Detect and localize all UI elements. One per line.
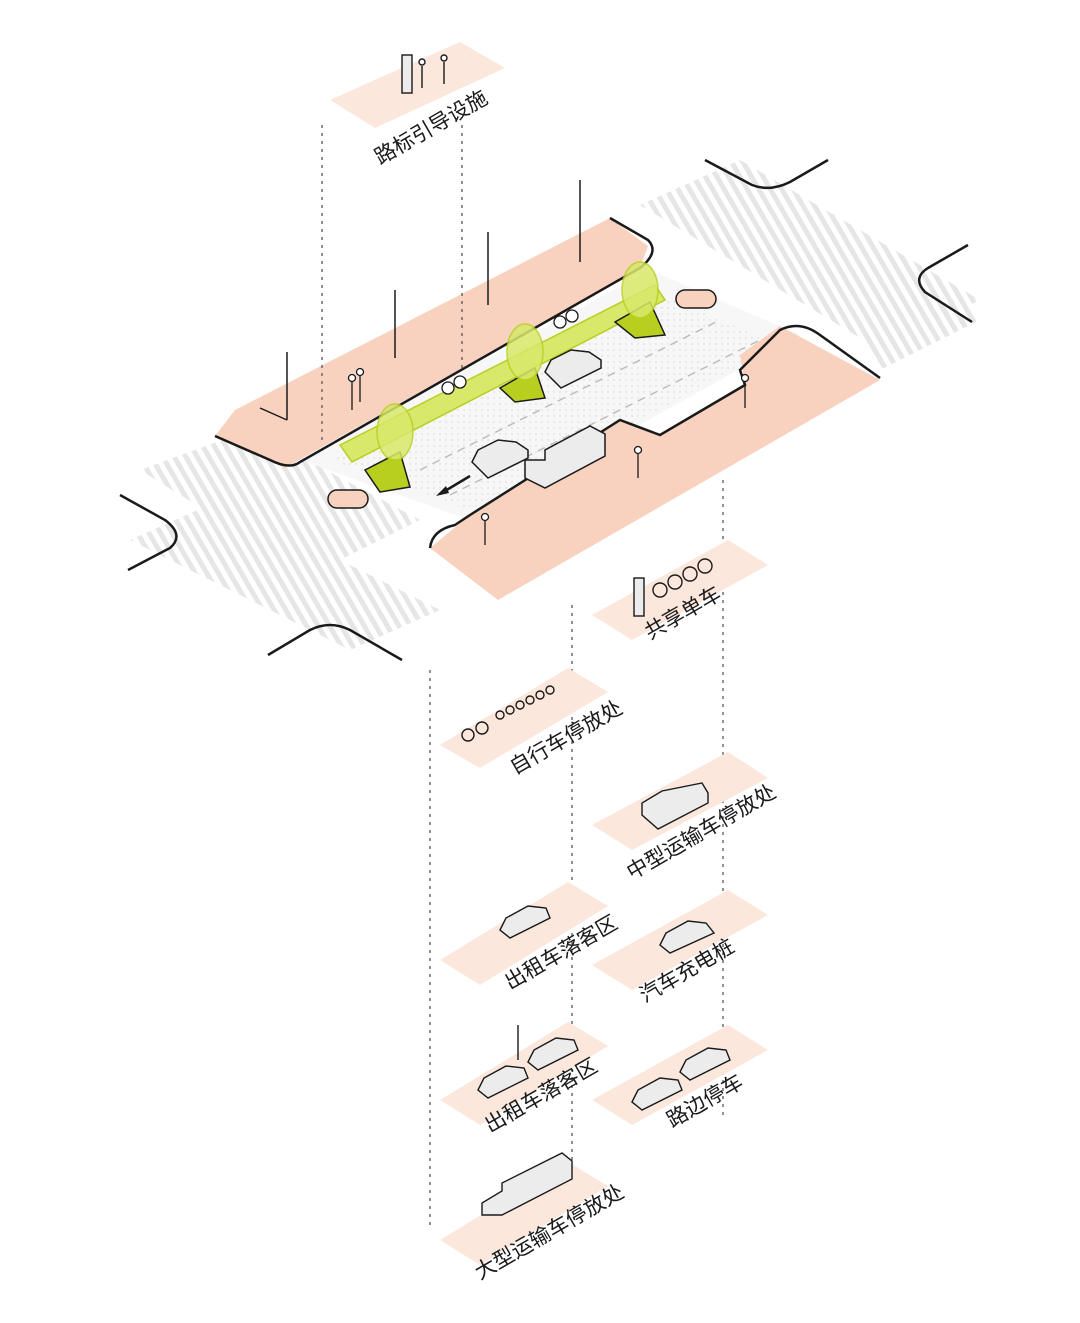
truck-icon xyxy=(481,1152,573,1216)
pad-wayfinding xyxy=(330,42,505,128)
car-icon xyxy=(544,349,602,389)
pedestrian-icon xyxy=(633,445,643,478)
cyclist-icon xyxy=(553,309,579,329)
corner-curb xyxy=(918,243,973,324)
sidewalk-lower-curb xyxy=(428,324,881,549)
pad-taxi-1 xyxy=(440,882,608,985)
crosswalk-top-right xyxy=(640,160,980,350)
crosswalk-bottom-left xyxy=(130,500,440,650)
pedestrian-icon xyxy=(347,373,357,410)
road-vehicles xyxy=(471,349,606,489)
crosswalk-right xyxy=(860,290,980,370)
tree-canopy xyxy=(621,261,659,319)
tree-canopy xyxy=(376,403,414,461)
bike-share-rack-icon xyxy=(633,558,713,617)
tree-canopy xyxy=(506,323,544,381)
car-icon xyxy=(471,439,529,479)
crosswalk-left xyxy=(140,430,420,575)
pedestrian-icon xyxy=(740,373,750,408)
two-cars-pole-icon xyxy=(477,1025,579,1099)
road-texture xyxy=(330,290,780,510)
bicycle-rack-icon xyxy=(461,685,555,742)
pad-large-truck xyxy=(440,1162,608,1265)
sidewalk-upper-curb xyxy=(214,216,654,467)
pedestrians xyxy=(347,309,750,545)
two-cars-icon xyxy=(631,1047,731,1111)
cyclist-icon xyxy=(441,375,467,395)
sidewalk-lower xyxy=(430,326,880,600)
crosswalks xyxy=(130,160,980,650)
corner-curb xyxy=(704,158,829,190)
pedestrian-icon xyxy=(480,512,490,545)
pad-bike-parking xyxy=(440,668,608,768)
sidewalk-upper xyxy=(215,218,648,468)
planters xyxy=(363,261,667,493)
signpost-pedestrians-icon xyxy=(401,54,448,94)
bike-lane xyxy=(338,284,667,463)
car-icon xyxy=(659,920,716,954)
corner-curb xyxy=(267,623,403,662)
curb-island xyxy=(675,289,717,309)
van-icon xyxy=(641,782,709,830)
curb-island xyxy=(327,489,369,509)
taxi-passenger-icon xyxy=(499,905,551,939)
poles xyxy=(259,180,581,421)
pedestrian-icon xyxy=(355,367,365,402)
truck-icon xyxy=(524,425,606,489)
pad-icons xyxy=(401,54,731,1216)
corner-curb xyxy=(119,493,178,572)
arrowhead xyxy=(436,486,449,496)
